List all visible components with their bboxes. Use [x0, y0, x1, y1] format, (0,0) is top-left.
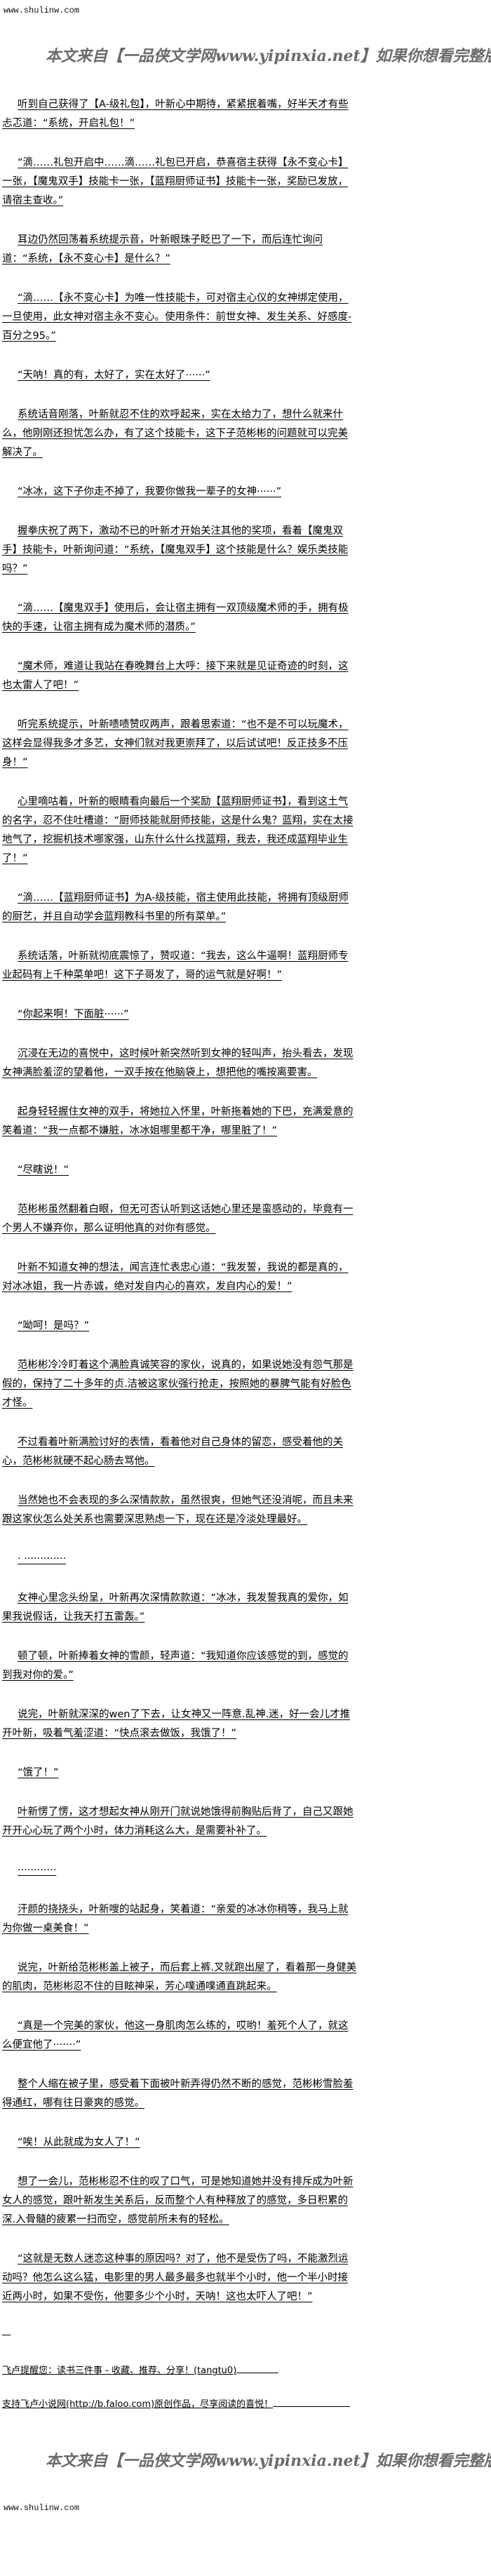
paragraph: “滴……礼包开启中……滴……礼包已开启，恭喜宿主获得【永不变心卡】一张，【魔鬼双… [2, 154, 358, 210]
paragraph: “滴……【魔鬼双手】使用后，会让宿主拥有一双顶级魔术师的手，拥有极快的手速，让宿… [2, 599, 358, 637]
paragraph-text: “你起来啊！下面脏······” [18, 1009, 129, 1020]
paragraph: 汗颜的挠挠头，叶新嗖的站起身，笑着道：“亲爱的冰冰你稍等，我马上就为你做一桌美食… [2, 1900, 358, 1938]
paragraph-text: 耳边仍然回荡着系统提示音，叶新眼珠子眨巴了一下，而后连忙询问道：“系统，【永不变… [2, 234, 323, 264]
paragraph: 不过看着叶新满脸讨好的表情，看着他对自己身体的留恋，感受着他的关心，范彬彬就硬不… [2, 1433, 358, 1471]
paragraph-text: “饿了！” [18, 1767, 59, 1778]
paragraph: “唉！从此就成为女人了！” [2, 2133, 358, 2152]
paragraph-text: 说完，叶新给范彬彬盖上被子，而后套上裤.叉就跑出屋了，看着那一身健美的肌肉，范彬… [2, 1962, 357, 1992]
paragraph: 听到自己获得了【A-级礼包】，叶新心中期待，紧紧抿着嘴，好半天才有些忐忑道：“系… [2, 95, 358, 133]
paragraph: “这就是无数人迷恋这种事的原因吗？对了，他不是受伤了吗，不能激烈运动吗？他怎么这… [2, 2250, 358, 2307]
paragraph: 握拳庆祝了两下，激动不已的叶新才开始关注其他的奖项，看着【魔鬼双手】技能卡，叶新… [2, 522, 358, 579]
paragraph-text: 叶新愣了愣，这才想起女神从刚开门就说她饿得前胸贴后背了，自己又跟她开开心心玩了两… [2, 1806, 354, 1837]
paragraph: “天呐！真的有，太好了，实在太好了······” [2, 366, 358, 385]
paragraph: 范彬彬冷冷盯着这个满脸真诚笑容的家伙，说真的，如果说她没有怨气那是假的，保持了二… [2, 1356, 358, 1413]
paragraph-text: 不过看着叶新满脸讨好的表情，看着他对自己身体的留恋，感受着他的关心，范彬彬就硬不… [2, 1437, 343, 1467]
paragraph: “冰冰，这下子你走不掉了，我要你做我一辈子的女神······” [2, 483, 358, 502]
paragraph-text: 听完系统提示，叶新啧啧赞叹两声，跟着思索道：“也不是不可以玩魔术，这样会显得我多… [2, 719, 349, 768]
paragraph-text: “滴……【蓝翔厨师证书】为A-级技能，宿主使用此技能，将拥有顶级厨师的厨艺，并且… [2, 892, 349, 923]
site-url-top: www.shulinw.com [4, 6, 80, 15]
source-watermark-banner-top: 本文来自【一品侠文学网www.yipinxia.net】如果你想看完整版小说，请 [46, 47, 491, 65]
paragraph-text: 当然她也不会表现的多么深情款款，虽然很爽，但她气还没消呢，而且未来跟这家伙怎么处… [2, 1495, 354, 1525]
paragraph: 耳边仍然回荡着系统提示音，叶新眼珠子眨巴了一下，而后连忙询问道：“系统，【永不变… [2, 231, 358, 269]
paragraph-text: “呦呵！是吗？” [18, 1320, 90, 1331]
paragraph-text: ············ [18, 1865, 57, 1876]
paragraph-text: “滴……【魔鬼双手】使用后，会让宿主拥有一双顶级魔术师的手，拥有极快的手速，让宿… [2, 603, 349, 633]
paragraph-text: 女神心里念头纷呈，叶新再次深情款款道：“冰冰，我发誓我真的爱你，如果我说假话，让… [2, 1592, 349, 1623]
paragraph: 心里嘀咕着，叶新的眼睛看向最后一个奖励【蓝翔厨师证书】，看到这土气的名字，忍不住… [2, 793, 358, 868]
reminder-line: 飞卢提醒您：读书三件事 - 收藏、推荐、分享！(tangtu0) [0, 2364, 491, 2378]
paragraph: · ············· [2, 1550, 358, 1569]
paragraph: ············ [2, 1861, 358, 1880]
paragraph: 范彬彬虽然翻着白眼，但无可否认听到这话她心里还是蛮感动的，毕竟有一个男人不嫌弃你… [2, 1200, 358, 1238]
paragraph-text: “滴……【永不变心卡】为唯一性技能卡，可对宿主心仪的女神绑定使用，一旦使用，此女… [2, 293, 352, 342]
site-url-bottom: www.shulinw.com [4, 2503, 80, 2513]
paragraph-text: “唉！从此就成为女人了！” [18, 2137, 140, 2148]
reminder-text: 飞卢提醒您：读书三件事 - 收藏、推荐、分享！(tangtu0) [2, 2366, 237, 2376]
paragraph: 起身轻轻握住女神的双手，将她拉入怀里，叶新拖着她的下巴，充满爱意的笑着道：“我一… [2, 1103, 358, 1141]
paragraph-text: 心里嘀咕着，叶新的眼睛看向最后一个奖励【蓝翔厨师证书】，看到这土气的名字，忍不住… [2, 796, 354, 864]
paragraph: 系统话音刚落，叶新就忍不住的欢呼起来，实在太给力了，想什么就来什么，他刚刚还担忧… [2, 405, 358, 462]
paragraph: “魔术师，难道让我站在春晚舞台上大呼：接下来就是见证奇迹的时刻，这也太雷人了吧！… [2, 657, 358, 695]
paragraph-text: 起身轻轻握住女神的双手，将她拉入怀里，叶新拖着她的下巴，充满爱意的笑着道：“我一… [2, 1106, 354, 1136]
paragraph: 说完，叶新就深深的wen了下去，让女神又一阵意.乱神.迷，好一会儿才推开叶新，吸… [2, 1705, 358, 1743]
paragraph: 想了一会儿，范彬彬忍不住的叹了口气，可是她知道她并没有排斥成为叶新女人的感觉，跟… [2, 2173, 358, 2229]
paragraph: “尽瞎说！” [2, 1161, 358, 1180]
paragraph-text: “滴……礼包开启中……滴……礼包已开启，恭喜宿主获得【永不变心卡】一张，【魔鬼双… [2, 157, 349, 206]
support-line: 支持飞卢小说网(http://b.faloo.com)原创作品，尽享阅读的喜悦！ [0, 2398, 491, 2412]
paragraph: 沉浸在无边的喜悦中，这时候叶新突然听到女神的轻叫声，抬头看去，发现女神满脸羞涩的… [2, 1045, 358, 1082]
paragraph: “呦呵！是吗？” [2, 1317, 358, 1336]
paragraph-text: 想了一会儿，范彬彬忍不住的叹了口气，可是她知道她并没有排斥成为叶新女人的感觉，跟… [2, 2176, 354, 2225]
underline-fill [273, 2398, 351, 2407]
paragraph-text: “真是一个完美的家伙，他这一身肌肉怎么练的，哎哟！羞死个人了，就这么便宜他了··… [2, 2020, 349, 2051]
paragraph-text: “天呐！真的有，太好了，实在太好了······” [18, 370, 210, 381]
paragraph: 听完系统提示，叶新啧啧赞叹两声，跟着思索道：“也不是不可以玩魔术，这样会显得我多… [2, 716, 358, 772]
paragraph: “你起来啊！下面脏······” [2, 1005, 358, 1024]
paragraph-text: 整个人缩在被子里，感受着下面被叶新弄得仍然不断的感觉，范彬彬雪脸羞得通红，哪有往… [2, 2079, 354, 2109]
source-watermark-banner-bottom: 本文来自【一品侠文学网www.yipinxia.net】如果你想看完整版小说，请 [46, 2452, 491, 2470]
paragraph-text: 范彬彬冷冷盯着这个满脸真诚笑容的家伙，说真的，如果说她没有怨气那是假的，保持了二… [2, 1360, 354, 1409]
paragraph-text: “尽瞎说！” [18, 1165, 69, 1176]
paragraph-text: 沉浸在无边的喜悦中，这时候叶新突然听到女神的轻叫声，抬头看去，发现女神满脸羞涩的… [2, 1048, 354, 1078]
paragraph-text: 系统话落，叶新就彻底震惊了，赞叹道：“我去，这么牛逼啊！蓝翔厨师专业起码有上千种… [2, 951, 349, 981]
underline-fill [236, 2364, 279, 2373]
paragraph: “滴……【蓝翔厨师证书】为A-级技能，宿主使用此技能，将拥有顶级厨师的厨艺，并且… [2, 889, 358, 927]
chapter-body: 听到自己获得了【A-级礼包】，叶新心中期待，紧紧抿着嘴，好半天才有些忐忑道：“系… [0, 95, 358, 2307]
paragraph-text: 听到自己获得了【A-级礼包】，叶新心中期待，紧紧抿着嘴，好半天才有些忐忑道：“系… [2, 99, 349, 129]
paragraph: “真是一个完美的家伙，他这一身肌肉怎么练的，哎哟！羞死个人了，就这么便宜他了··… [2, 2017, 358, 2055]
divider [2, 2335, 11, 2336]
paragraph-text: “魔术师，难道让我站在春晚舞台上大呼：接下来就是见证奇迹的时刻，这也太雷人了吧！… [2, 661, 349, 691]
paragraph: 女神心里念头纷呈，叶新再次深情款款道：“冰冰，我发誓我真的爱你，如果我说假话，让… [2, 1589, 358, 1627]
paragraph: 系统话落，叶新就彻底震惊了，赞叹道：“我去，这么牛逼啊！蓝翔厨师专业起码有上千种… [2, 947, 358, 985]
paragraph-text: 顿了顿，叶新捧着女神的雪颜，轻声道：“我知道你应该感觉的到，感觉的到我对你的爱。… [2, 1651, 349, 1681]
paragraph-text: 汗颜的挠挠头，叶新嗖的站起身，笑着道：“亲爱的冰冰你稍等，我马上就为你做一桌美食… [2, 1904, 349, 1934]
paragraph: 叶新不知道女神的想法，闻言连忙表忠心道：“我发誓，我说的都是真的，对冰冰姐，我一… [2, 1259, 358, 1296]
paragraph-text: “这就是无数人迷恋这种事的原因吗？对了，他不是受伤了吗，不能激烈运动吗？他怎么这… [2, 2253, 349, 2302]
paragraph-text: 系统话音刚落，叶新就忍不住的欢呼起来，实在太给力了，想什么就来什么，他刚刚还担忧… [2, 409, 348, 458]
paragraph-text: 握拳庆祝了两下，激动不已的叶新才开始关注其他的奖项，看着【魔鬼双手】技能卡，叶新… [2, 525, 349, 575]
paragraph-text: 范彬彬虽然翻着白眼，但无可否认听到这话她心里还是蛮感动的，毕竟有一个男人不嫌弃你… [2, 1204, 354, 1234]
paragraph: 说完，叶新给范彬彬盖上被子，而后套上裤.叉就跑出屋了，看着那一身健美的肌肉，范彬… [2, 1959, 358, 1997]
paragraph-text: · ············· [18, 1553, 67, 1564]
paragraph: 叶新愣了愣，这才想起女神从刚开门就说她饿得前胸贴后背了，自己又跟她开开心心玩了两… [2, 1803, 358, 1841]
paragraph-text: 说完，叶新就深深的wen了下去，让女神又一阵意.乱神.迷，好一会儿才推开叶新，吸… [2, 1709, 351, 1739]
paragraph: 顿了顿，叶新捧着女神的雪颜，轻声道：“我知道你应该感觉的到，感觉的到我对你的爱。… [2, 1647, 358, 1685]
paragraph: 当然她也不会表现的多么深情款款，虽然很爽，但她气还没消呢，而且未来跟这家伙怎么处… [2, 1491, 358, 1529]
paragraph: “饿了！” [2, 1764, 358, 1783]
paragraph-text: 叶新不知道女神的想法，闻言连忙表忠心道：“我发誓，我说的都是真的，对冰冰姐，我一… [2, 1262, 349, 1292]
support-text: 支持飞卢小说网(http://b.faloo.com)原创作品，尽享阅读的喜悦！ [2, 2399, 274, 2410]
paragraph-text: “冰冰，这下子你走不掉了，我要你做我一辈子的女神······” [18, 486, 282, 497]
paragraph: 整个人缩在被子里，感受着下面被叶新弄得仍然不断的感觉，范彬彬雪脸羞得通红，哪有往… [2, 2075, 358, 2113]
paragraph: “滴……【永不变心卡】为唯一性技能卡，可对宿主心仪的女神绑定使用，一旦使用，此女… [2, 289, 358, 346]
